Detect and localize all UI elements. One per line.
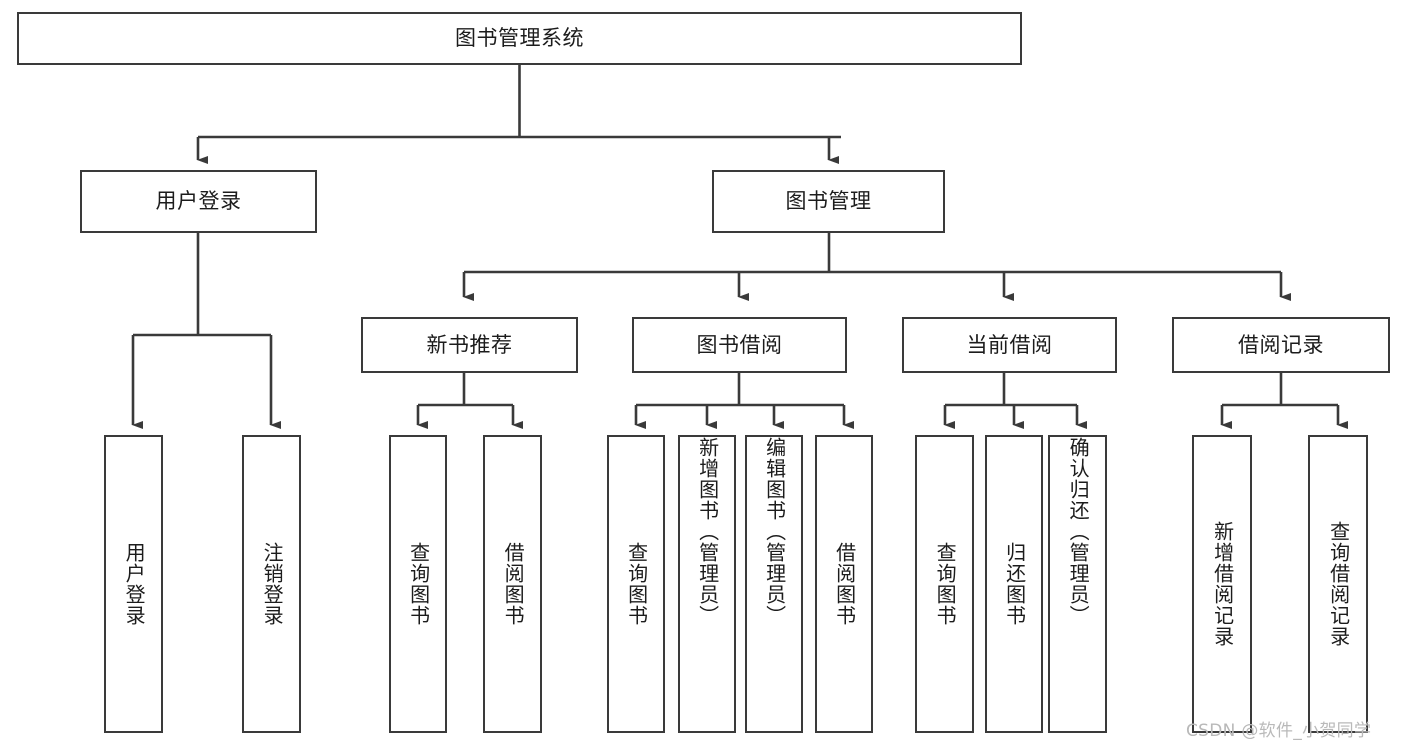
node-label: 借阅记录 — [1238, 332, 1324, 357]
node-current-borrow[interactable]: 当前借阅 — [902, 317, 1117, 373]
leaf-return-book[interactable]: 归还图书 — [985, 435, 1043, 733]
node-label: 图书管理系统 — [455, 26, 584, 51]
node-label: 归还图书 — [1002, 542, 1027, 626]
leaf-query-book-borrow[interactable]: 查询图书 — [607, 435, 665, 733]
leaf-query-book-current[interactable]: 查询图书 — [915, 435, 974, 733]
node-book-borrow[interactable]: 图书借阅 — [632, 317, 847, 373]
leaf-add-borrow-record[interactable]: 新增借阅记录 — [1192, 435, 1252, 733]
leaf-add-book-admin[interactable]: 新增图书（管理员） — [678, 435, 736, 733]
leaf-borrow-book-borrow[interactable]: 借阅图书 — [815, 435, 873, 733]
csdn-watermark: CSDN @软件_小贺同学 — [1186, 721, 1372, 741]
leaf-borrow-book-new-recommend[interactable]: 借阅图书 — [483, 435, 542, 733]
leaf-query-book-new-recommend[interactable]: 查询图书 — [389, 435, 447, 733]
node-user-login[interactable]: 用户登录 — [80, 170, 317, 233]
node-book-management[interactable]: 图书管理 — [712, 170, 945, 233]
leaf-confirm-return-admin[interactable]: 确认归还（管理员） — [1048, 435, 1107, 733]
node-label: 新增图书（管理员） — [695, 437, 720, 626]
leaf-user-login[interactable]: 用户登录 — [104, 435, 163, 733]
node-label: 查询图书 — [624, 542, 649, 626]
node-borrow-record[interactable]: 借阅记录 — [1172, 317, 1390, 373]
node-root-book-management-system[interactable]: 图书管理系统 — [17, 12, 1022, 65]
node-label: 当前借阅 — [966, 332, 1053, 357]
node-label: 借阅图书 — [501, 542, 526, 626]
node-label: 用户登录 — [155, 189, 242, 214]
leaf-query-borrow-record[interactable]: 查询借阅记录 — [1308, 435, 1368, 733]
node-label: 新书推荐 — [426, 332, 513, 357]
node-label: 查询借阅记录 — [1326, 521, 1351, 647]
node-label: 确认归还（管理员） — [1066, 437, 1091, 626]
node-label: 查询图书 — [406, 542, 431, 626]
node-label: 图书管理 — [785, 189, 872, 214]
node-new-book-recommend[interactable]: 新书推荐 — [361, 317, 578, 373]
node-label: 查询图书 — [933, 542, 958, 626]
node-label: 用户登录 — [122, 542, 147, 626]
node-label: 编辑图书（管理员） — [762, 437, 787, 626]
node-label: 新增借阅记录 — [1210, 521, 1235, 647]
leaf-edit-book-admin[interactable]: 编辑图书（管理员） — [745, 435, 803, 733]
leaf-logout-login[interactable]: 注销登录 — [242, 435, 301, 733]
node-label: 借阅图书 — [832, 542, 857, 626]
node-label: 图书借阅 — [696, 332, 783, 357]
node-label: 注销登录 — [260, 542, 285, 626]
